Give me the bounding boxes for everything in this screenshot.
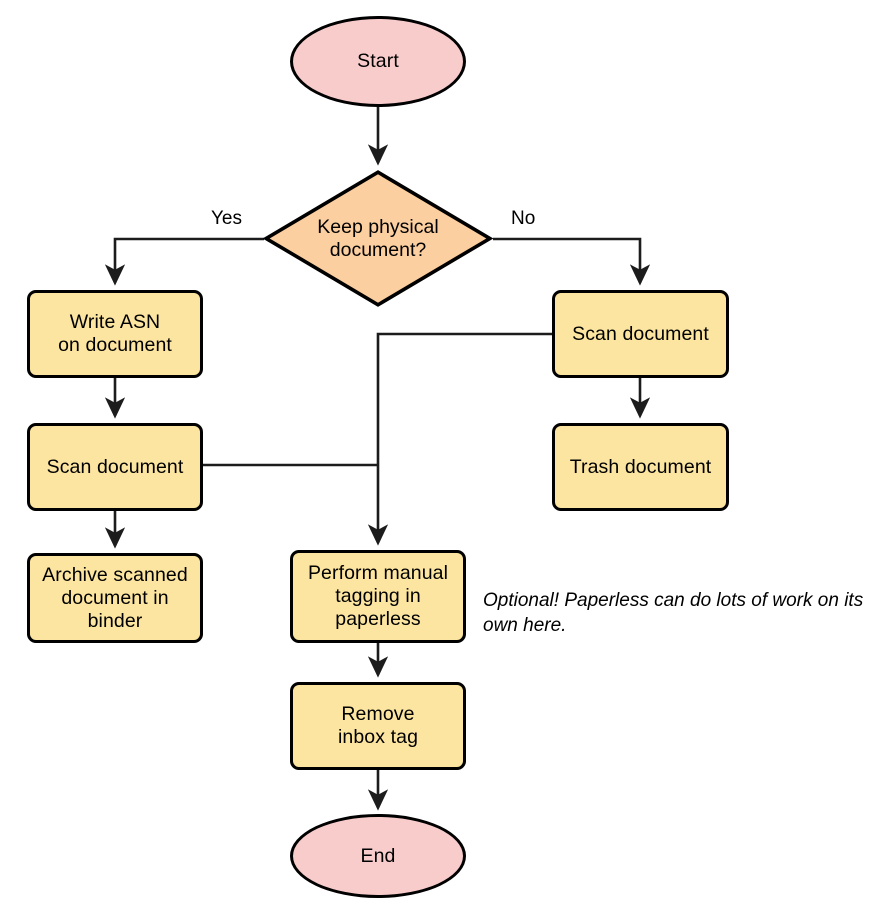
node-write-asn-label: Write ASN on document xyxy=(58,311,172,356)
edge-label-yes: Yes xyxy=(209,208,244,230)
edge-decision-no-to-scan-right xyxy=(493,237,651,286)
node-archive-scanned-document[interactable]: Archive scanned document in binder xyxy=(27,553,203,643)
node-scan-document-right[interactable]: Scan document xyxy=(552,290,729,378)
node-remove-inbox-tag-label: Remove inbox tag xyxy=(337,703,419,748)
node-perform-manual-tagging[interactable]: Perform manual tagging in paperless xyxy=(290,550,466,643)
diamond-shape xyxy=(263,170,493,307)
note-optional-paperless: Optional! Paperless can do lots of work … xyxy=(483,590,864,637)
node-start-label: Start xyxy=(357,50,399,72)
node-end-label: End xyxy=(360,844,396,867)
node-decision-keep-physical-document[interactable]: Keep physical document? xyxy=(263,169,493,308)
node-end[interactable]: End xyxy=(290,814,466,898)
node-trash-document[interactable]: Trash document xyxy=(552,423,729,511)
node-scan-document-right-label: Scan document xyxy=(572,322,709,345)
node-remove-inbox-tag[interactable]: Remove inbox tag xyxy=(290,682,466,770)
node-scan-document-left-label: Scan document xyxy=(46,455,184,478)
edge-scan-right-to-tagging xyxy=(367,332,552,546)
node-trash-document-label: Trash document xyxy=(569,455,712,478)
node-archive-label: Archive scanned document in binder xyxy=(42,563,188,632)
edge-label-no: No xyxy=(509,208,538,230)
node-scan-document-left[interactable]: Scan document xyxy=(27,423,203,511)
node-decision-label: Keep physical document? xyxy=(317,215,439,261)
node-write-asn-on-document[interactable]: Write ASN on document xyxy=(27,290,203,378)
node-start[interactable]: Start xyxy=(290,16,466,107)
edge-decision-yes-to-write-asn xyxy=(104,237,264,286)
node-perform-manual-tagging-label: Perform manual tagging in paperless xyxy=(307,562,449,630)
